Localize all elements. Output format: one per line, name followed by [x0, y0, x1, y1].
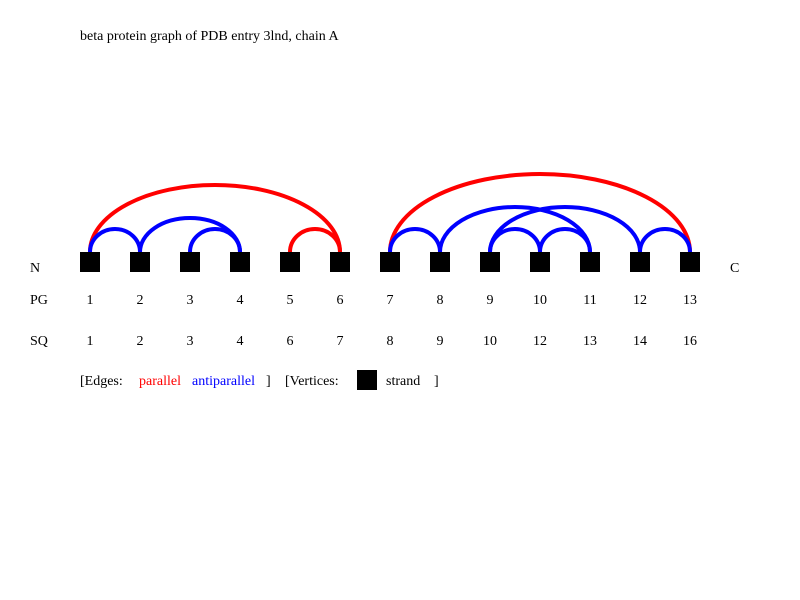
sq-number-13: 16: [683, 334, 697, 349]
legend: [Edges: parallel antiparallel ] [Vertice…: [80, 370, 439, 390]
legend-parallel-label: parallel: [139, 374, 181, 389]
pg-number-4: 4: [237, 293, 244, 308]
sq-number-4: 4: [237, 334, 244, 349]
sq-number-6: 7: [337, 334, 344, 349]
antiparallel-edge-9-12: [488, 205, 642, 253]
strand-vertex-10: [530, 252, 550, 272]
antiparallel-edge-8-11: [438, 205, 592, 253]
sq-number-7: 8: [387, 334, 394, 349]
sq-number-8: 9: [437, 334, 444, 349]
sq-number-10: 12: [533, 334, 547, 349]
legend-vertices-label: [Vertices:: [285, 374, 339, 389]
parallel-edge-1-6: [88, 183, 342, 253]
pg-number-3: 3: [187, 293, 194, 308]
antiparallel-edge-10-11: [538, 227, 592, 253]
legend-strand-label: strand: [386, 374, 420, 389]
pg-number-10: 10: [533, 293, 547, 308]
strand-vertex-9: [480, 252, 500, 272]
antiparallel-edge-3-4: [188, 227, 242, 253]
strand-vertex-4: [230, 252, 250, 272]
sq-number-2: 2: [137, 334, 144, 349]
vertices-layer: [80, 252, 700, 272]
strand-vertex-13: [680, 252, 700, 272]
sq-number-11: 13: [583, 334, 597, 349]
strand-vertex-7: [380, 252, 400, 272]
legend-edges-close: ]: [266, 374, 271, 389]
strand-vertex-6: [330, 252, 350, 272]
sq-number-3: 3: [187, 334, 194, 349]
antiparallel-edge-1-2: [88, 227, 142, 253]
strand-vertex-3: [180, 252, 200, 272]
antiparallel-edge-12-13: [638, 227, 692, 253]
pg-number-12: 12: [633, 293, 647, 308]
edges-layer: [88, 172, 692, 253]
n-terminus-label: N: [30, 261, 40, 276]
strand-vertex-8: [430, 252, 450, 272]
legend-edges-label: [Edges:: [80, 374, 123, 389]
pg-number-11: 11: [583, 293, 596, 308]
pg-number-9: 9: [487, 293, 494, 308]
graph-title: beta protein graph of PDB entry 3lnd, ch…: [80, 29, 339, 44]
legend-vertices-close: ]: [434, 374, 439, 389]
pg-number-5: 5: [287, 293, 294, 308]
sq-row-label: SQ: [30, 334, 48, 349]
strand-vertex-5: [280, 252, 300, 272]
parallel-edge-5-6: [288, 227, 342, 253]
sq-number-5: 6: [287, 334, 294, 349]
pg-row-label: PG: [30, 293, 48, 308]
strand-vertex-1: [80, 252, 100, 272]
legend-antiparallel-label: antiparallel: [192, 374, 255, 389]
pg-number-8: 8: [437, 293, 444, 308]
c-terminus-label: C: [730, 261, 739, 276]
antiparallel-edge-7-8: [388, 227, 442, 253]
pg-number-6: 6: [337, 293, 344, 308]
strand-vertex-11: [580, 252, 600, 272]
sq-number-1: 1: [87, 334, 94, 349]
parallel-edge-7-13: [388, 172, 692, 253]
sq-number-12: 14: [633, 334, 647, 349]
strand-vertex-2: [130, 252, 150, 272]
strand-vertex-12: [630, 252, 650, 272]
legend-strand-swatch: [357, 370, 377, 390]
pg-number-1: 1: [87, 293, 94, 308]
pg-number-7: 7: [387, 293, 394, 308]
pg-number-2: 2: [137, 293, 144, 308]
sq-number-9: 10: [483, 334, 497, 349]
pg-number-13: 13: [683, 293, 697, 308]
antiparallel-edge-9-10: [488, 227, 542, 253]
